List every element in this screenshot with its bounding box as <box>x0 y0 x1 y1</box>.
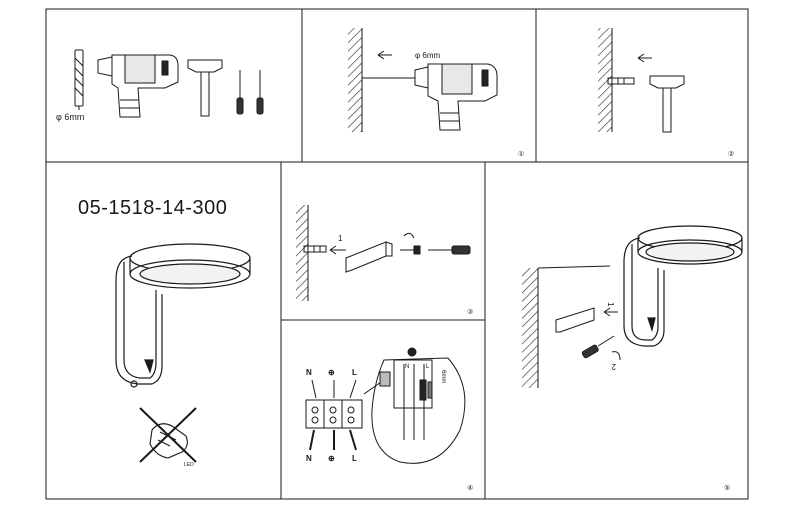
terminal-label-n: N <box>306 368 312 377</box>
zoom-label-n: N <box>405 364 409 370</box>
wall-anchor-icon <box>303 245 327 253</box>
arrow-icon <box>637 53 652 63</box>
hammer-icon <box>649 75 685 133</box>
strip-length-label: 6mm <box>440 370 446 383</box>
wall-anchor-icon <box>607 77 635 85</box>
step5-panel: 1 2 ⑤ <box>522 225 743 492</box>
drill-bit-size-label: φ 6mm <box>56 112 84 122</box>
step-number: ① <box>518 150 524 158</box>
product-panel: 05-1518-14-300 LED <box>78 197 251 468</box>
power-drill-icon <box>362 63 498 131</box>
wall-hatch <box>296 205 308 301</box>
arrow-icon <box>603 307 618 317</box>
wall-lamp-drawing <box>115 243 251 388</box>
step-number: ② <box>728 150 734 158</box>
wall-hatch <box>348 28 362 132</box>
drill-size-label: φ 6mm <box>415 51 441 60</box>
mounting-bracket-icon <box>555 307 595 333</box>
terminal-label-earth: ⊕ <box>328 368 335 377</box>
step-number: ⑤ <box>724 484 730 492</box>
terminal-label-earth: ⊕ <box>328 454 335 463</box>
step1-panel: φ 6mm ① <box>348 28 524 158</box>
hammer-icon <box>187 59 223 117</box>
arrow-icon <box>377 50 392 60</box>
step4-panel: N ⊕ L N ⊕ L N L 6mm ④ <box>305 347 473 492</box>
led-label: LED <box>184 462 194 468</box>
mounting-bracket-icon <box>345 241 393 273</box>
terminal-label-n: N <box>306 454 312 463</box>
step-number: ③ <box>467 308 473 316</box>
arrow-label-1: 1 <box>606 302 615 307</box>
power-drill-icon <box>97 54 179 118</box>
screwdriver-icon <box>236 70 244 115</box>
wall-hatch <box>598 28 612 132</box>
terminal-label-l: L <box>352 454 357 463</box>
zoom-label-l: L <box>426 364 430 370</box>
step3-panel: 1 ③ <box>296 205 473 316</box>
do-not-touch-led-icon <box>139 407 197 463</box>
screwdriver-icon <box>581 335 621 361</box>
arrow-icon <box>329 245 346 255</box>
arrow-label-2: 2 <box>611 362 616 371</box>
screwdriver-icon <box>428 245 471 255</box>
tools-panel: φ 6mm <box>56 49 264 122</box>
step-number: ④ <box>467 484 473 492</box>
wall-hatch <box>522 268 538 388</box>
screw-icon <box>400 232 421 255</box>
arrow-label: 1 <box>338 234 343 243</box>
step2-panel: ② <box>598 28 734 158</box>
wall-lamp-drawing <box>623 225 743 347</box>
panel-grid <box>45 8 749 500</box>
screwdriver-icon <box>256 70 264 115</box>
product-code: 05-1518-14-300 <box>78 197 227 219</box>
drill-bit-icon <box>74 49 84 110</box>
wiring-zoom-detail <box>363 347 466 464</box>
terminal-block-icon <box>305 379 363 451</box>
terminal-label-l: L <box>352 368 357 377</box>
